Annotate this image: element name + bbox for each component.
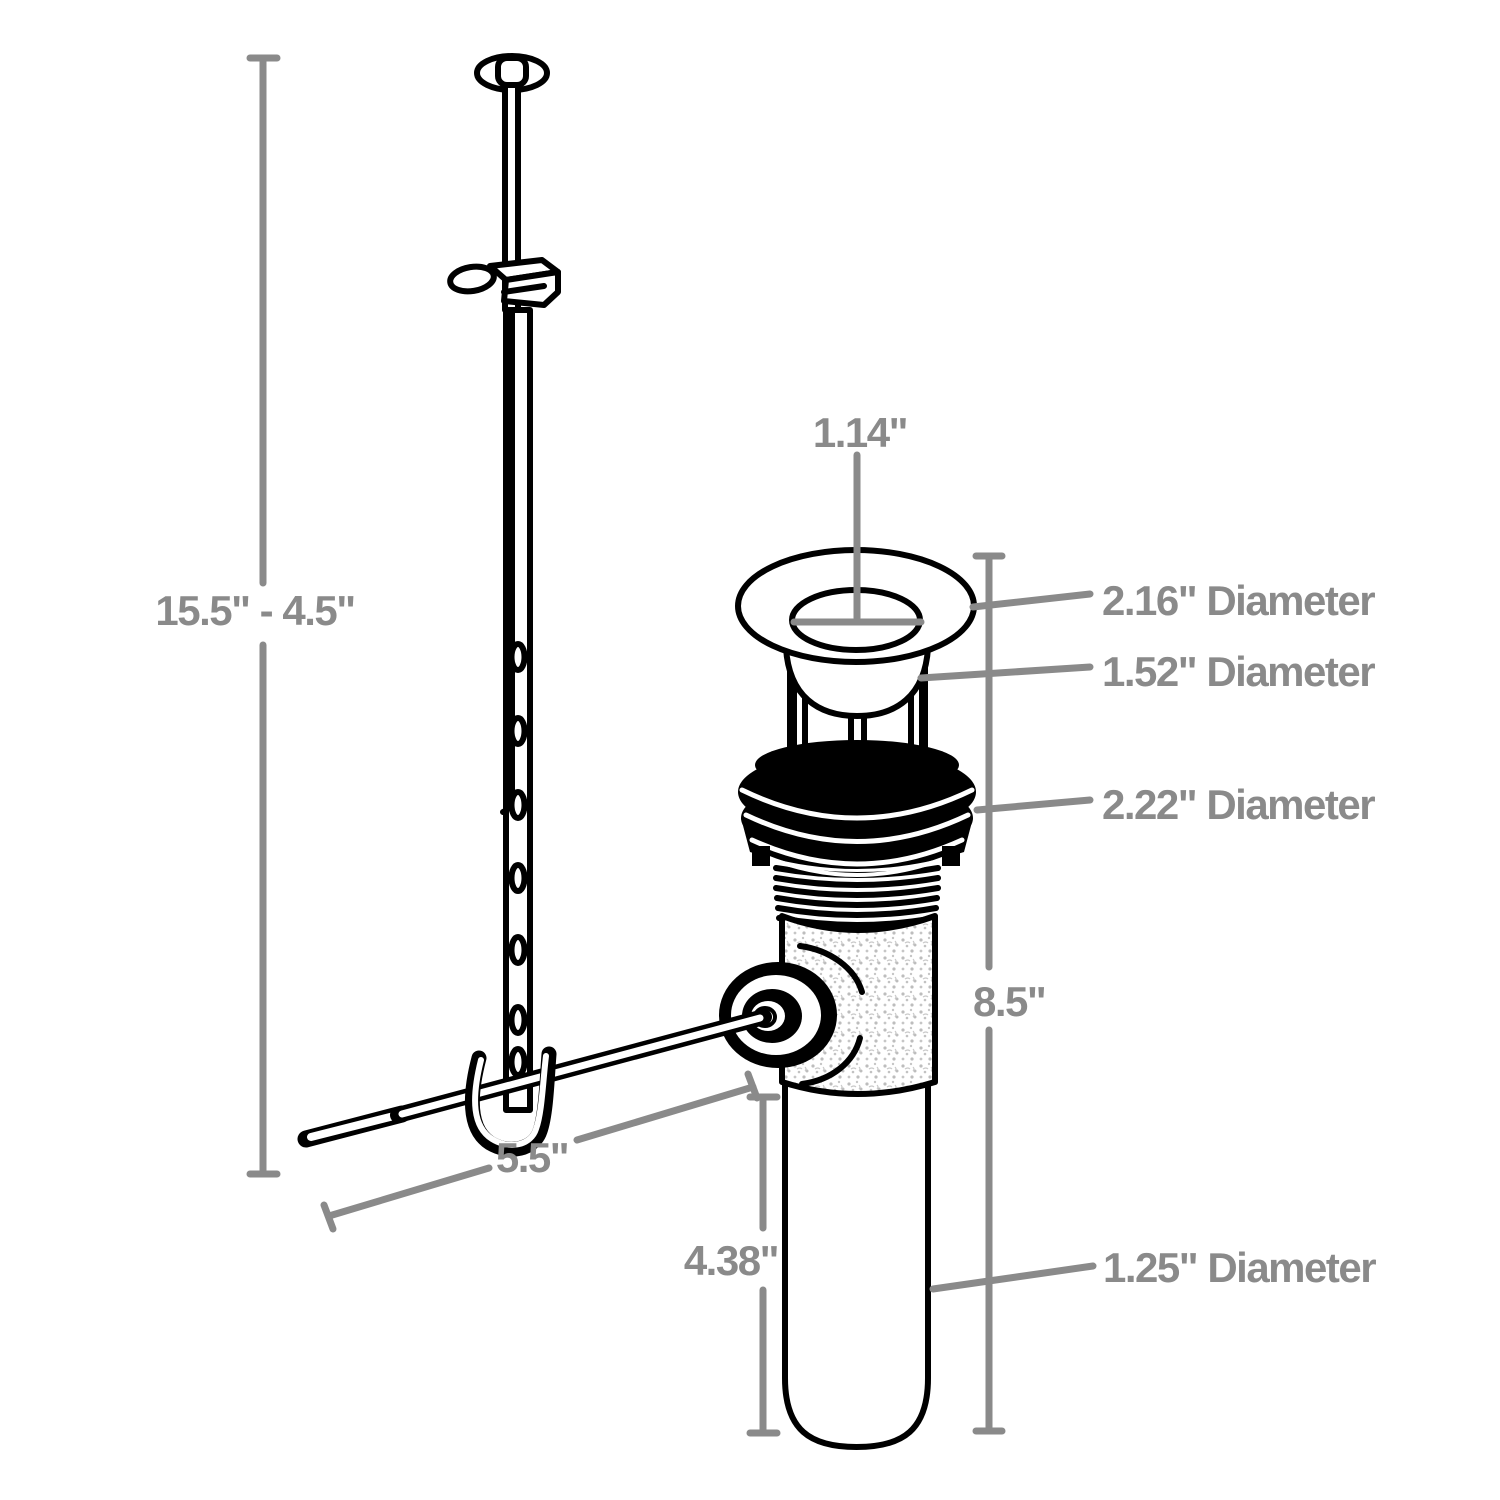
gasket-locknut-stack (738, 740, 976, 877)
dim-tailpiece-length: 4.38" (684, 1093, 781, 1437)
label-pivot-rod-length: 5.5" (496, 1134, 568, 1181)
pivot-rod (297, 1009, 772, 1148)
pivot-boss-lower-arc (799, 1035, 863, 1087)
locknut-tab-right (942, 846, 960, 866)
label-gasket-diameter: 2.22" Diameter (1102, 781, 1375, 828)
dim-overall-height: 8.5" (972, 552, 1047, 1435)
dim-neck-diameter: 1.52" Diameter (917, 648, 1377, 695)
lift-rod-knob-nub (495, 55, 529, 88)
spring-clip (464, 1046, 557, 1157)
drain-assembly (719, 547, 977, 1450)
pivot-nut (719, 962, 837, 1068)
label-overall-height: 8.5" (973, 978, 1045, 1025)
dim-pivot-rod-length: 5.5" (320, 1070, 761, 1233)
strap-hole (508, 862, 528, 894)
strap-hole (508, 934, 528, 966)
strap-hole (508, 641, 528, 673)
dim-drain-opening: 1.14" (790, 409, 925, 626)
strap-hole (508, 715, 528, 747)
label-tailpiece-diameter: 1.25" Diameter (1103, 1244, 1376, 1291)
dim-flange-diameter: 2.16" Diameter (969, 577, 1377, 624)
label-lift-rod-range: 15.5" - 4.5" (155, 587, 354, 634)
pivot-boss-upper-arc (797, 943, 865, 995)
strap-hole (508, 1004, 528, 1036)
clamp-fold-line (501, 283, 547, 295)
locknut-tab-left (752, 846, 770, 866)
label-neck-diameter: 1.52" Diameter (1102, 648, 1375, 695)
strap-hole (508, 1046, 528, 1078)
lift-rod-assembly (447, 53, 561, 1113)
dim-tailpiece-diameter: 1.25" Diameter (929, 1244, 1378, 1293)
dim-lift-rod-range: 15.5" - 4.5" (155, 54, 356, 1178)
tailpiece (782, 1067, 931, 1450)
clevis-strap (500, 307, 533, 1113)
label-flange-diameter: 2.16" Diameter (1102, 577, 1375, 624)
strap-hole (508, 789, 528, 821)
rod-clamp (447, 257, 561, 308)
dim-gasket-diameter: 2.22" Diameter (973, 781, 1377, 828)
clamp-thumb-ring (447, 263, 497, 295)
dimensions: 15.5" - 4.5" 1.14" 8.5" 2.16" Diameter 1… (155, 54, 1378, 1437)
label-tailpiece-length: 4.38" (684, 1237, 778, 1284)
label-drain-opening: 1.14" (813, 409, 907, 456)
